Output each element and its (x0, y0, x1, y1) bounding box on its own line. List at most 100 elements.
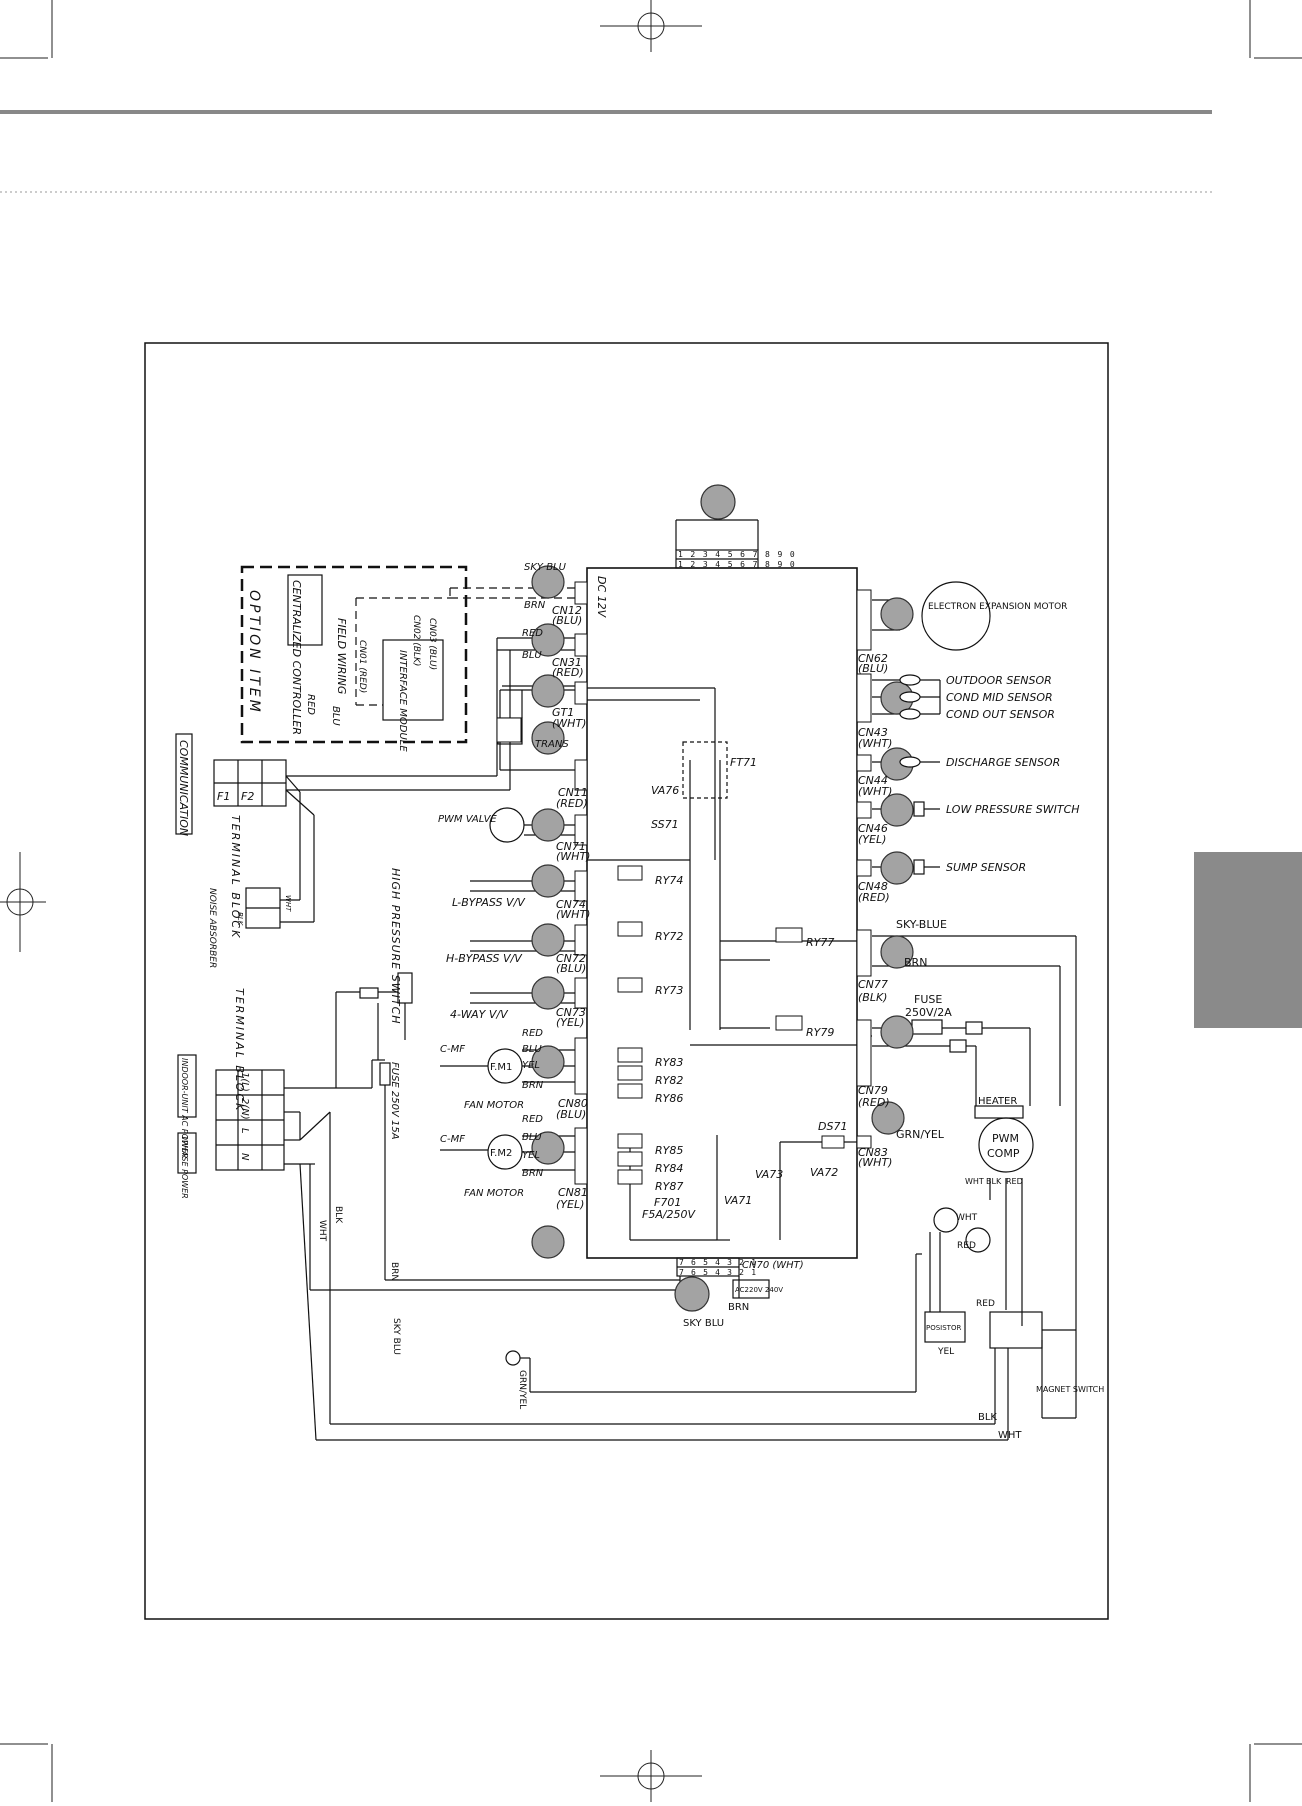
heater-element (974, 1105, 1024, 1119)
fm1-w3: YEL (522, 1060, 540, 1071)
cn48-color: (RED) (858, 891, 890, 904)
cn80-color: (BLU) (556, 1108, 586, 1121)
bottom-wht-vert: WHT (317, 1220, 327, 1242)
communication-box (175, 733, 193, 835)
fm2-cap-label: C-MF (440, 1134, 465, 1145)
diagram-frame (144, 342, 1109, 1620)
cn12-name: CN12 (552, 604, 582, 617)
gt1-color: (WHT) (552, 717, 586, 730)
heater-label: HEATER (978, 1096, 1017, 1107)
pwm-comp-circle (978, 1117, 1034, 1173)
cond-out-sensor-label: COND OUT SENSOR (946, 708, 1055, 721)
fm1-motor-label: F.M1 (490, 1062, 512, 1073)
ry87-label: RY87 (655, 1180, 683, 1193)
ry86-label: RY86 (655, 1092, 683, 1105)
cn31-wire-label: RED (522, 628, 543, 639)
pcb-text: 1 2 3 4 5 6 7 8 9 0 1 2 3 4 5 6 7 8 9 0 … (678, 550, 796, 1277)
posistor-yel-label: YEL (937, 1347, 954, 1357)
cn79-color: (RED) (858, 1096, 890, 1109)
va73-label: VA73 (755, 1168, 783, 1181)
cn46-name: CN46 (858, 822, 888, 835)
terminal-block-1-label: TERMINAL BLOCK (229, 815, 242, 939)
va72-label: VA72 (810, 1166, 838, 1179)
cn83-color: (WHT) (858, 1156, 892, 1169)
fm2-motor-label: F.M2 (490, 1148, 512, 1159)
terminal-2n-label: 2(N) (239, 1098, 250, 1120)
l-bypass-label: L-BYPASS V/V (452, 896, 526, 909)
cond-mid-sensor-label: COND MID SENSOR (946, 691, 1053, 704)
sky-blue-label: SKY-BLUE (896, 918, 947, 931)
cn77-color: (BLK) (858, 991, 887, 1004)
cn12-color: (BLU) (552, 614, 582, 627)
cn83-name: CN83 (858, 1146, 888, 1159)
cn81-color: (YEL) (556, 1198, 584, 1211)
cn79-name: CN79 (858, 1084, 888, 1097)
fm2-w4: BRN (522, 1168, 544, 1179)
noise-wht-label: WHT (284, 895, 292, 912)
terminal-n-label: N (239, 1153, 250, 1161)
indoor-unit-power-label: INDOOR-UNIT AC POWER (180, 1058, 189, 1158)
cn31-color: (RED) (552, 666, 584, 679)
option-red-label: RED (305, 694, 316, 715)
electron-expansion-motor-circle (921, 581, 991, 651)
pwm-valve-label: PWM VALVE (438, 814, 497, 825)
low-pressure-switch-label: LOW PRESSURE SWITCH (946, 803, 1080, 816)
cn44-color: (WHT) (858, 785, 892, 798)
va71-label: VA71 (724, 1194, 752, 1207)
bottom-brn-label: BRN (728, 1302, 749, 1313)
discharge-sensor-label: DISCHARGE SENSOR (946, 756, 1060, 769)
ground-grn-yel-label: GRN/YEL (517, 1370, 527, 1409)
cn71-color: (WHT) (556, 850, 590, 863)
cn73-color: (YEL) (556, 1016, 584, 1029)
bottom-brn-vert: BRN (389, 1262, 399, 1281)
cn77-name: CN77 (858, 978, 888, 991)
top-pin-row-1: 1 2 3 4 5 6 7 8 9 0 (678, 550, 796, 559)
fm1-label: FAN MOTOR (464, 1100, 524, 1111)
cn72-name: CN72 (556, 952, 586, 965)
fuse-rating-label: 250V/2A (905, 1006, 952, 1019)
option-item-box (240, 565, 468, 744)
cn43-name: CN43 (858, 726, 888, 739)
high-pressure-switch-label: HIGH PRESSURE SWITCH (389, 868, 402, 1025)
cn81-name: CN81 (558, 1186, 588, 1199)
fm2-w2: BLU (522, 1132, 542, 1143)
callout-markers (531, 484, 914, 1312)
cn62-name: CN62 (858, 652, 888, 665)
red-wire-label: RED (976, 1299, 995, 1309)
fm1-w4: BRN (522, 1080, 544, 1091)
ry77-label: RY77 (806, 936, 834, 949)
fm2-label: FAN MOTOR (464, 1188, 524, 1199)
cn31-name: CN31 (552, 656, 582, 669)
cn48-name: CN48 (858, 880, 888, 893)
cn46-color: (YEL) (858, 833, 886, 846)
relay-contacts (496, 717, 845, 1185)
f1-label: F1 (217, 790, 230, 803)
pwm-comp-line1: PWM (992, 1132, 1019, 1145)
trans-label: TRANS (535, 739, 569, 750)
ry73-label: RY73 (655, 984, 683, 997)
magnet-switch-label: MAGNET SWITCH (1036, 1385, 1104, 1394)
fm2-w1: RED (522, 1114, 543, 1125)
outdoor-sensor-label: OUTDOOR SENSOR (946, 674, 1052, 687)
phase-power-box (177, 1132, 197, 1174)
cn11-color: (RED) (556, 797, 588, 810)
ss71-label: SS71 (651, 818, 679, 831)
f2-label: F2 (241, 790, 254, 803)
cn03-label: CN03 (BLU) (427, 618, 437, 670)
eev-label: ELECTRON EXPANSION MOTOR (928, 602, 1067, 612)
fm2-w3: YEL (522, 1150, 540, 1161)
ry85-label: RY85 (655, 1144, 683, 1157)
grn-yel-label: GRN/YEL (896, 1128, 945, 1141)
ry74-label: RY74 (655, 874, 683, 887)
ry79-label: RY79 (806, 1026, 834, 1039)
communication-label: COMMUNICATION (177, 740, 190, 836)
f701-label: F701 (654, 1196, 681, 1209)
cn44-name: CN44 (858, 774, 888, 787)
indoor-unit-power-box (177, 1054, 197, 1118)
bottom-pin-row-1: 7 6 5 4 3 2 1 (679, 1258, 757, 1267)
connector-pins (574, 581, 872, 1185)
gt1-name: GT1 (552, 706, 574, 719)
ds71-label: DS71 (818, 1120, 847, 1133)
ry83-label: RY83 (655, 1056, 683, 1069)
cn74-color: (WHT) (556, 908, 590, 921)
